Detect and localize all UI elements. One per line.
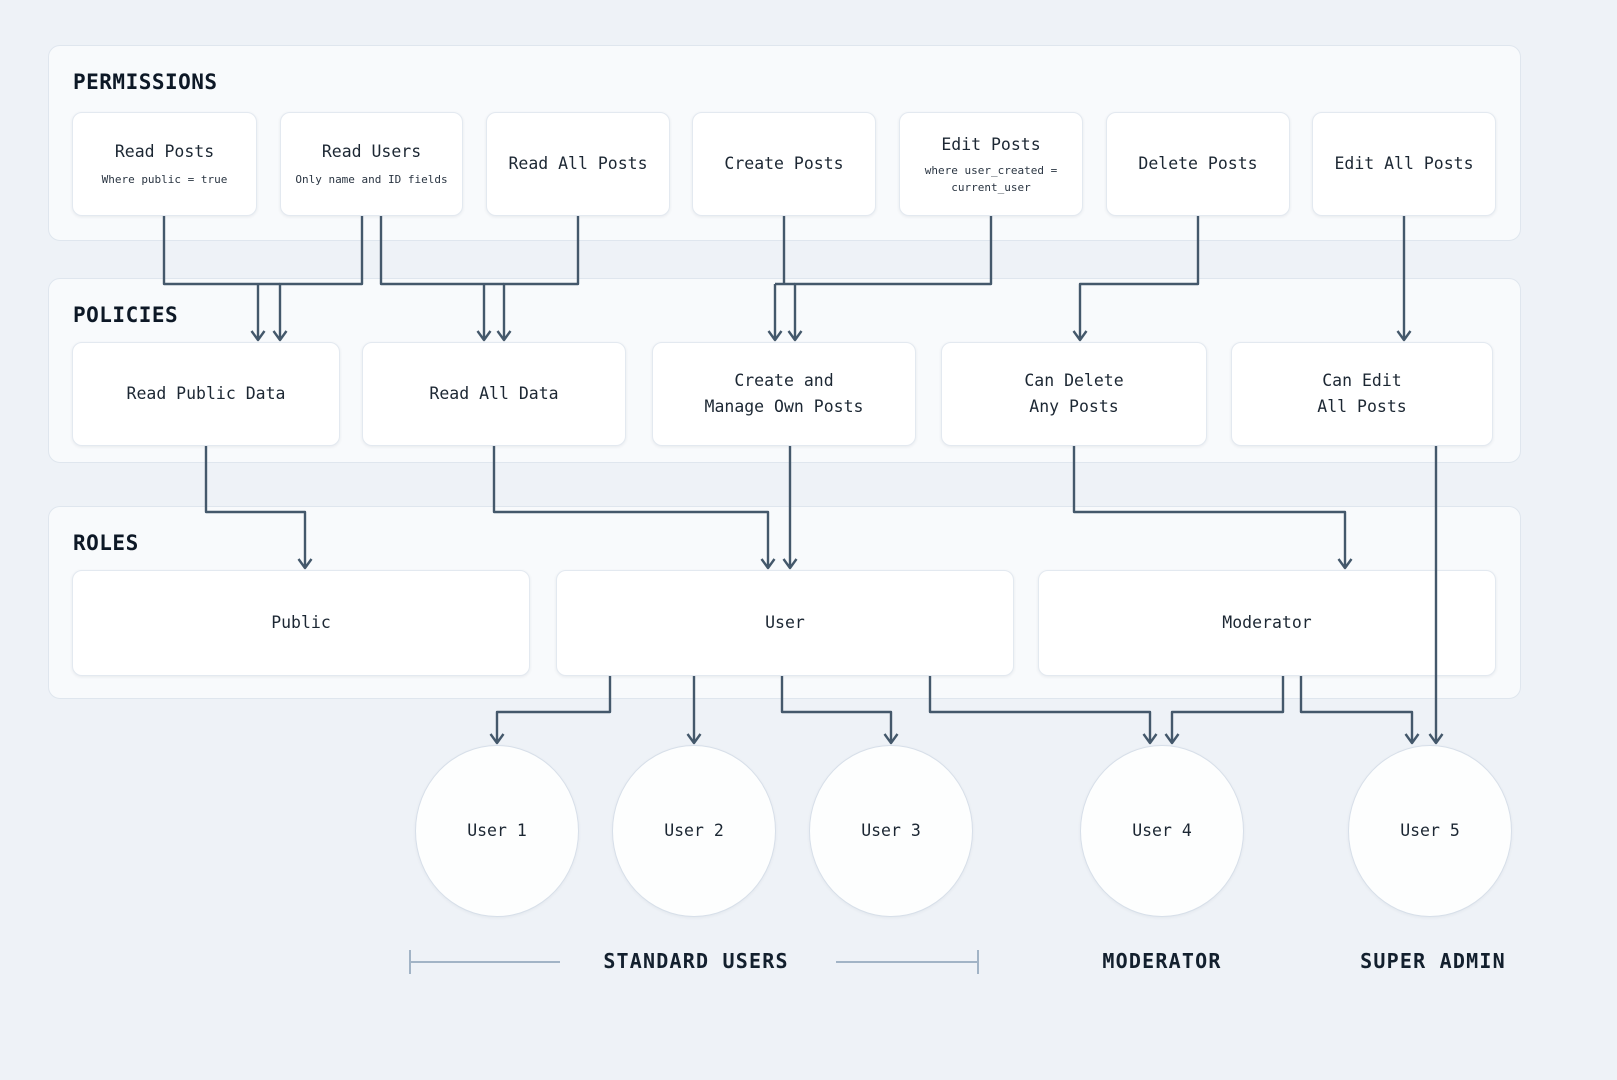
node-title: Create Posts [724, 153, 844, 173]
group-label-moderator: MODERATOR [1102, 949, 1222, 973]
node-subtitle: Only name and ID fields [295, 173, 448, 187]
standard-users-bracket-right-tick [977, 950, 979, 974]
node-title: Public [271, 612, 331, 632]
policies-section-title: POLICIES [73, 303, 179, 327]
user-label: User 5 [1400, 820, 1460, 840]
node-create-posts: Create Posts [692, 112, 876, 216]
node-title: Create and Manage Own Posts [704, 370, 864, 416]
standard-users-bracket-left-line [410, 961, 560, 963]
node-title: Read Users [321, 142, 422, 162]
node-can-edit-all-posts: Can Edit All Posts [1231, 342, 1493, 446]
node-can-delete-any-posts: Can Delete Any Posts [941, 342, 1207, 446]
node-read-public-data: Read Public Data [72, 342, 340, 446]
node-user-2: User 2 [612, 745, 776, 917]
group-label-standard-users: STANDARD USERS [603, 949, 789, 973]
node-delete-posts: Delete Posts [1106, 112, 1290, 216]
node-edit-posts: Edit Posts where user_created = current_… [899, 112, 1083, 216]
node-subtitle: Where public = true [101, 173, 228, 187]
node-title: Edit Posts [941, 134, 1041, 154]
node-user-4: User 4 [1080, 745, 1244, 917]
user-label: User 3 [861, 820, 921, 840]
node-role-moderator: Moderator [1038, 570, 1496, 676]
node-title: Edit All Posts [1334, 153, 1474, 173]
node-title: Can Delete Any Posts [1024, 370, 1124, 416]
node-read-users: Read Users Only name and ID fields [280, 112, 463, 216]
user-label: User 1 [467, 820, 527, 840]
node-title: Delete Posts [1138, 153, 1258, 173]
node-title: User [765, 612, 805, 632]
node-read-all-posts: Read All Posts [486, 112, 670, 216]
node-user-1: User 1 [415, 745, 579, 917]
node-user-5: User 5 [1348, 745, 1512, 917]
node-user-3: User 3 [809, 745, 973, 917]
node-role-public: Public [72, 570, 530, 676]
node-title: Read Posts [114, 142, 215, 162]
node-edit-all-posts: Edit All Posts [1312, 112, 1496, 216]
node-read-all-data: Read All Data [362, 342, 626, 446]
node-subtitle: where user_created = current_user [924, 164, 1058, 194]
permissions-section-title: PERMISSIONS [73, 70, 218, 94]
node-title: Moderator [1222, 612, 1312, 632]
node-role-user: User [556, 570, 1014, 676]
node-read-posts: Read Posts Where public = true [72, 112, 257, 216]
node-title: Read Public Data [126, 383, 286, 403]
node-create-and-manage-own-posts: Create and Manage Own Posts [652, 342, 916, 446]
node-title: Read All Data [429, 383, 559, 403]
user-label: User 4 [1132, 820, 1192, 840]
user-label: User 2 [664, 820, 724, 840]
node-title: Can Edit All Posts [1317, 370, 1407, 416]
node-title: Read All Posts [508, 153, 648, 173]
standard-users-bracket-right-line [836, 961, 978, 963]
group-label-super-admin: SUPER ADMIN [1360, 949, 1506, 973]
roles-section-title: ROLES [73, 531, 139, 555]
